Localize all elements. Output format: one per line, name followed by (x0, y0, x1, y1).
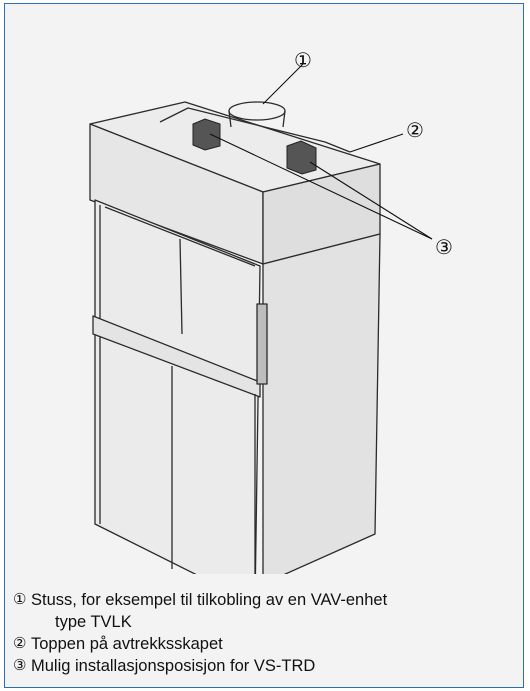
legend-item-1: ① Stuss, for eksempel til tilkobling av … (13, 589, 518, 633)
legend-text: Stuss, for eksempel til tilkobling av en… (31, 591, 388, 609)
legend-marker: ② (13, 635, 27, 652)
callout-3: ③ (435, 237, 453, 259)
figure-frame: ① ② ③ ① Stuss, for eksempel til tilkobli… (4, 3, 524, 688)
legend-text: Mulig installasjonsposisjon for VS-TRD (31, 657, 316, 675)
duct-stub (228, 101, 286, 121)
device-right (286, 140, 317, 175)
fume-cupboard-illustration: ① ② ③ (89, 50, 453, 574)
legend-text-continued: type TVLK (55, 613, 132, 631)
legend-item-3: ③ Mulig installasjonsposisjon for VS-TRD (13, 655, 518, 677)
callout-2: ② (406, 120, 424, 142)
legend-marker: ③ (13, 657, 27, 674)
cabinet-front (94, 199, 261, 574)
device-left (192, 118, 221, 151)
sash-handle-bar (92, 315, 261, 398)
legend: ① Stuss, for eksempel til tilkobling av … (13, 589, 518, 677)
callout-1: ① (294, 50, 312, 72)
legend-marker: ① (13, 591, 27, 608)
legend-item-2: ② Toppen på avtrekksskapet (13, 633, 518, 655)
cabinet-side (262, 233, 381, 574)
legend-text: Toppen på avtrekksskapet (31, 635, 223, 653)
